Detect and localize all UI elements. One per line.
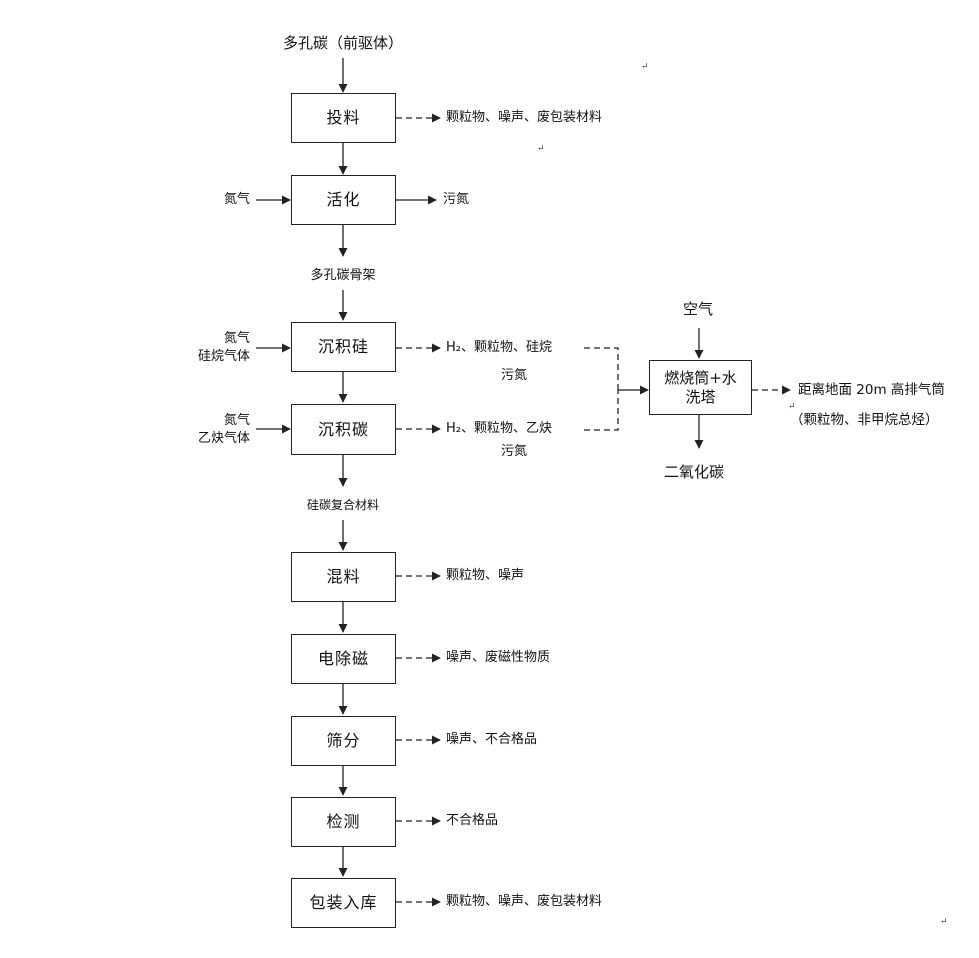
step-mixing-box[interactable]: 混料 bbox=[291, 552, 396, 602]
exhaust-pollutants-label: （颗粒物、非甲烷总烃） bbox=[790, 412, 939, 428]
combustion-scrubber-box[interactable]: 燃烧筒+水 洗塔 bbox=[649, 360, 752, 415]
deposit-c-emission-line1: H₂、颗粒物、乙炔 bbox=[446, 421, 552, 436]
deposit-si-input-nitrogen: 氮气 bbox=[223, 331, 250, 346]
deposit-c-emission-line2: 污氮 bbox=[501, 444, 528, 459]
step-packing-box[interactable]: 包装入库 bbox=[291, 878, 396, 928]
co2-byproduct-label: 二氧化碳 bbox=[664, 463, 725, 481]
deposit-si-input-silane: 硅烷气体 bbox=[197, 349, 250, 364]
input-material-label: 多孔碳（前驱体） bbox=[282, 34, 403, 52]
dashed-line-si-gas-collect bbox=[584, 347, 619, 390]
composite-label: 硅碳复合材料 bbox=[306, 498, 379, 512]
deposit-si-emission-line1: H₂、颗粒物、硅烷 bbox=[446, 340, 552, 355]
activation-input-nitrogen: 氮气 bbox=[223, 192, 250, 207]
dashed-line-c-gas-collect bbox=[584, 390, 619, 431]
feeding-emission-label: 颗粒物、噪声、废包装材料 bbox=[446, 110, 603, 125]
combustion-scrubber-line1: 燃烧筒+水 bbox=[664, 368, 737, 387]
activation-emission-label: 污氮 bbox=[443, 192, 470, 207]
step-deposit-c-box[interactable]: 沉积碳 bbox=[291, 404, 396, 455]
paragraph-mark-icon: ↵ bbox=[940, 917, 948, 927]
step-demagnetize-box[interactable]: 电除磁 bbox=[291, 634, 396, 684]
step-deposit-si-box[interactable]: 沉积硅 bbox=[291, 322, 396, 372]
paragraph-mark-icon: ↵ bbox=[641, 62, 649, 72]
step-testing-box[interactable]: 检测 bbox=[291, 797, 396, 847]
skeleton-label: 多孔碳骨架 bbox=[310, 268, 376, 283]
deposit-c-input-acetylene: 乙炔气体 bbox=[197, 431, 250, 446]
packing-emission-label: 颗粒物、噪声、废包装材料 bbox=[446, 894, 603, 909]
paragraph-mark-icon: ↵ bbox=[788, 402, 796, 412]
deposit-c-input-nitrogen: 氮气 bbox=[223, 413, 250, 428]
step-activation-box[interactable]: 活化 bbox=[291, 175, 396, 225]
deposit-si-emission-line2: 污氮 bbox=[501, 368, 528, 383]
mixing-emission-label: 颗粒物、噪声 bbox=[446, 568, 525, 583]
screening-emission-label: 噪声、不合格品 bbox=[446, 732, 538, 747]
demagnetize-emission-label: 噪声、废磁性物质 bbox=[446, 650, 551, 665]
paragraph-mark-icon: ↵ bbox=[537, 144, 545, 154]
step-screening-box[interactable]: 筛分 bbox=[291, 716, 396, 766]
air-input-label: 空气 bbox=[683, 300, 714, 318]
exhaust-stack-label: 距离地面 20m 高排气筒 bbox=[798, 382, 945, 398]
combustion-scrubber-line2: 洗塔 bbox=[685, 387, 716, 406]
testing-emission-label: 不合格品 bbox=[446, 813, 499, 828]
step-feeding-box[interactable]: 投料 bbox=[291, 93, 396, 143]
